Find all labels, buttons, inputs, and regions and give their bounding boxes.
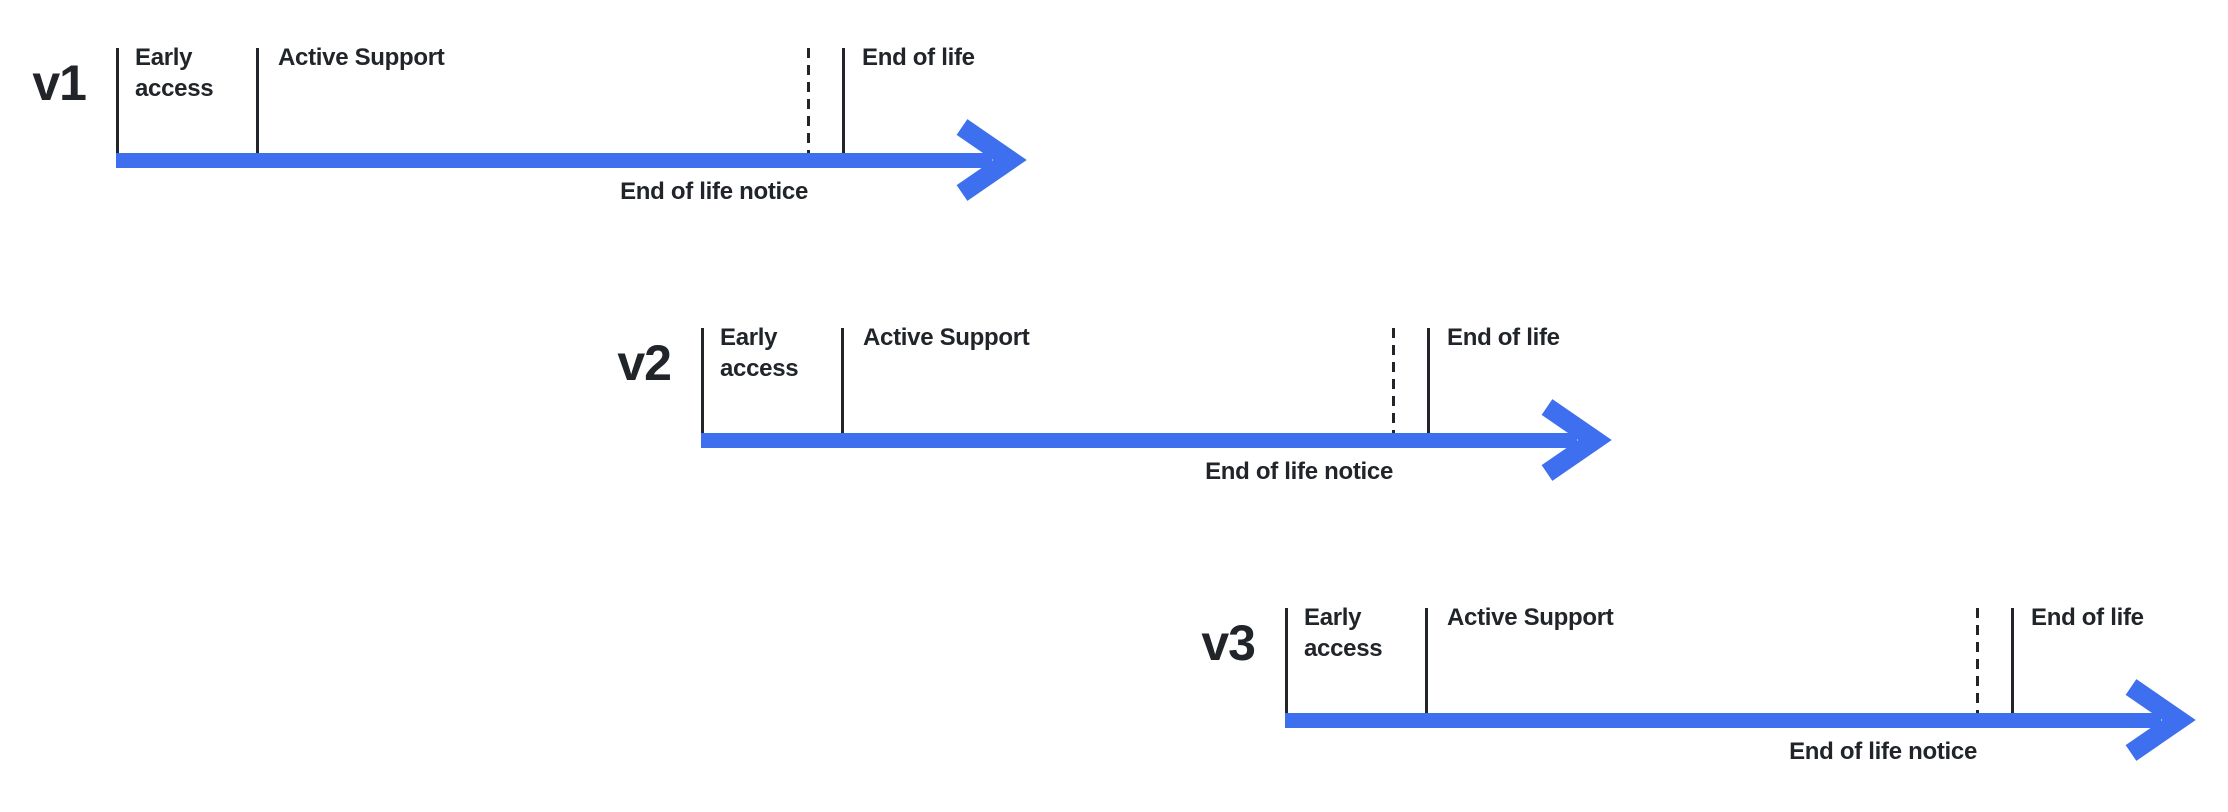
- end-of-life-tick: [1427, 328, 1430, 433]
- timeline-arrow-shaft: [1285, 713, 2161, 728]
- arrow-head-icon: [2125, 679, 2196, 761]
- end-of-life-label: End of life: [862, 44, 975, 71]
- timeline-v1: v1 Early access Active Support End of li…: [0, 0, 1059, 230]
- active-support-start-tick: [256, 48, 259, 153]
- early-access-label: Early access: [1304, 604, 1383, 662]
- timeline-start-tick: [701, 328, 704, 433]
- timeline-arrow-shaft: [701, 433, 1577, 448]
- end-of-life-tick: [842, 48, 845, 153]
- timeline-arrow-shaft: [116, 153, 992, 168]
- eol-notice-label: End of life notice: [1205, 458, 1393, 485]
- active-support-label: Active Support: [863, 324, 1030, 351]
- timeline-v2: v2 Early access Active Support End of li…: [585, 280, 1644, 510]
- active-support-label: Active Support: [278, 44, 445, 71]
- active-support-start-tick: [841, 328, 844, 433]
- arrow-head-icon: [956, 119, 1027, 201]
- active-support-start-tick: [1425, 608, 1428, 713]
- eol-notice-dashed-tick: [807, 48, 810, 153]
- end-of-life-tick: [2011, 608, 2014, 713]
- end-of-life-label: End of life: [1447, 324, 1560, 351]
- eol-notice-label: End of life notice: [620, 178, 808, 205]
- eol-notice-dashed-tick: [1976, 608, 1979, 713]
- early-access-label: Early access: [720, 324, 799, 382]
- timeline-start-tick: [1285, 608, 1288, 713]
- version-label: v3: [1201, 615, 1256, 671]
- end-of-life-label: End of life: [2031, 604, 2144, 631]
- arrow-head-icon: [1541, 399, 1612, 481]
- early-access-label: Early access: [135, 44, 214, 102]
- timeline-v3: v3 Early access Active Support End of li…: [1169, 560, 2228, 790]
- eol-notice-dashed-tick: [1392, 328, 1395, 433]
- version-label: v2: [617, 335, 672, 391]
- version-label: v1: [32, 55, 87, 111]
- eol-notice-label: End of life notice: [1789, 738, 1977, 765]
- active-support-label: Active Support: [1447, 604, 1614, 631]
- timeline-start-tick: [116, 48, 119, 153]
